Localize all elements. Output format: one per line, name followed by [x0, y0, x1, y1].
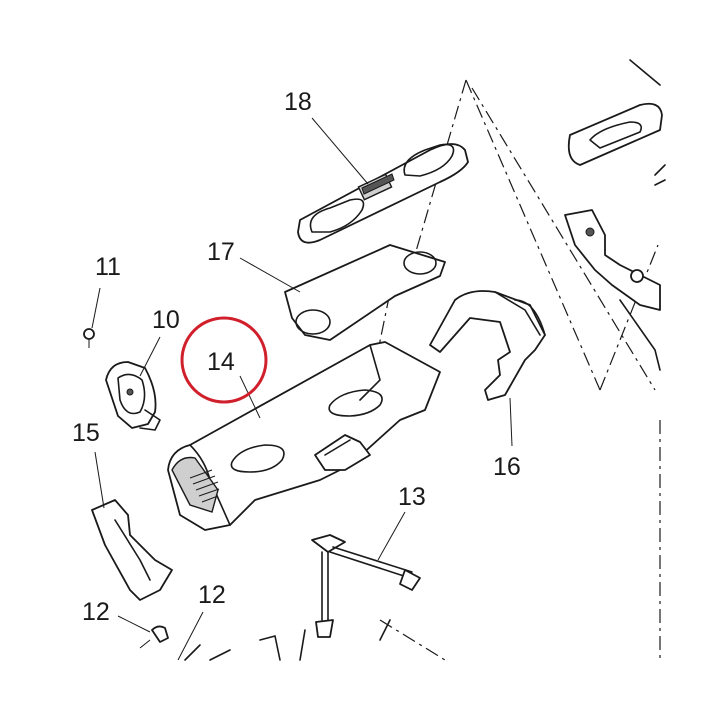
- callout-17: 17: [207, 238, 235, 266]
- callout-labels: 18 17 11 10 14 15 16 13 12 12: [72, 88, 521, 626]
- part-11-screw: [83, 328, 95, 348]
- callout-18: 18: [284, 88, 312, 116]
- part-14-handle-housing: [167, 341, 441, 531]
- adjacent-parts: [184, 59, 666, 661]
- callout-12-right: 12: [198, 581, 226, 609]
- highlight-circle: [180, 316, 268, 404]
- callout-14: 14: [207, 348, 235, 376]
- part-16-bracket: [429, 290, 546, 401]
- leader-lines: [91, 117, 513, 661]
- callout-10: 10: [152, 306, 180, 334]
- callout-15: 15: [72, 419, 100, 447]
- part-17-gasket: [284, 244, 446, 341]
- part-18-top-cover: [297, 143, 469, 244]
- callout-13: 13: [398, 483, 426, 511]
- callout-16: 16: [493, 453, 521, 481]
- part-15-latch: [91, 499, 173, 601]
- callout-12-left: 12: [82, 598, 110, 626]
- part-12-screw: [139, 625, 169, 649]
- callout-11: 11: [95, 253, 121, 281]
- part-10-end-cap: [105, 361, 161, 431]
- part-13-strap: [311, 534, 421, 638]
